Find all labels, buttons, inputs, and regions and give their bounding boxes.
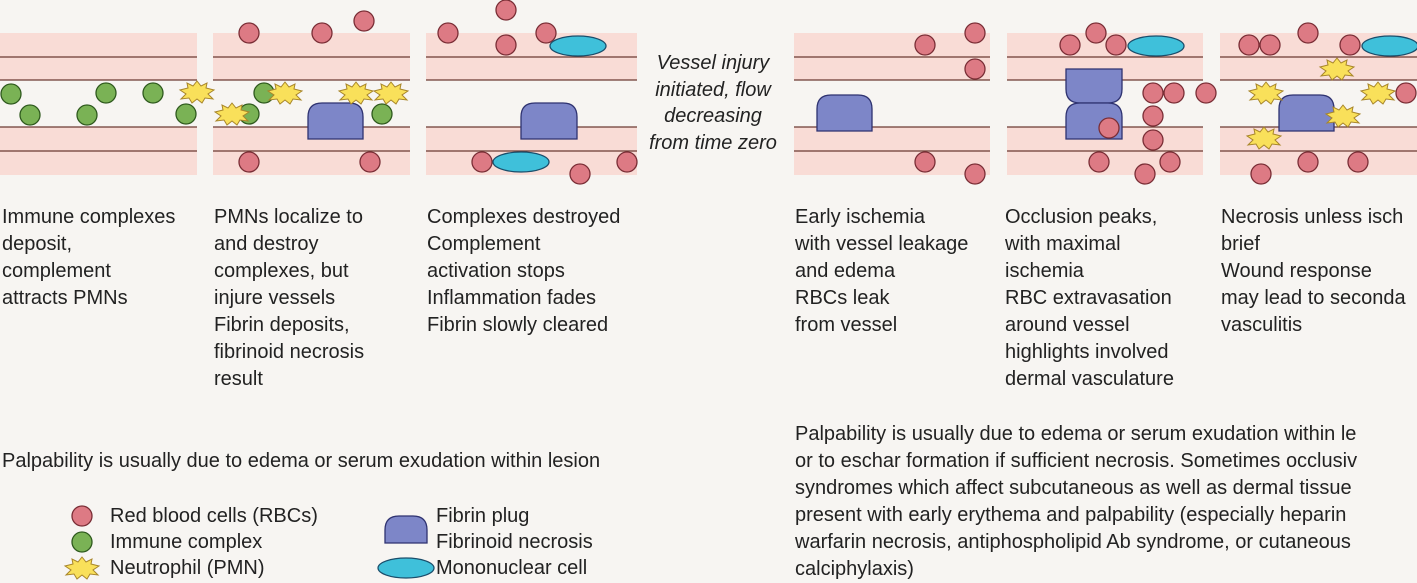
vessel-injury-note: Vessel injury initiated, flow decreasing…	[649, 52, 777, 154]
neutrophil	[64, 556, 100, 580]
rbc-cell	[1142, 82, 1164, 104]
legend-rbc-label: Red blood cells (RBCs)	[110, 505, 318, 527]
fibrin-plug	[384, 515, 428, 544]
legend-immune-complex-label: Immune complex	[110, 531, 263, 553]
rbc-cell	[1159, 151, 1181, 173]
immune-complex	[142, 82, 164, 104]
rbc-cell	[1088, 151, 1110, 173]
legend-mononuclear-label: Mononuclear cell	[436, 557, 588, 579]
neutrophil	[267, 81, 303, 105]
vessel-panel-4	[794, 33, 990, 175]
rbc-cell	[616, 151, 638, 173]
rbc-cell	[964, 58, 986, 80]
fibrin-plug	[520, 102, 578, 140]
rbc-cell	[1105, 34, 1127, 56]
palpability-right: Palpability is usually due to edema or s…	[795, 423, 1358, 580]
mononuclear-cell	[1127, 35, 1185, 57]
neutrophil	[1248, 81, 1284, 105]
rbc-cell	[569, 163, 591, 185]
rbc-cell	[471, 151, 493, 173]
immune-complex	[371, 103, 393, 125]
rbc-cell	[1085, 22, 1107, 44]
neutrophil	[179, 80, 215, 104]
rbc-cell	[1395, 82, 1417, 104]
fibrin-plug	[1278, 94, 1335, 132]
immune-complex	[76, 104, 98, 126]
caption-pmn-localize: PMNs localize to and destroy complexes, …	[214, 206, 365, 390]
rbc-cell	[353, 10, 375, 32]
rbc-cell	[311, 22, 333, 44]
rbc-cell	[1297, 22, 1319, 44]
rbc-cell	[914, 151, 936, 173]
immune-complex	[19, 104, 41, 126]
rbc-cell	[1238, 34, 1260, 56]
rbc-cell	[495, 0, 517, 21]
rbc-cell	[359, 151, 381, 173]
caption-necrosis: Necrosis unless isch brief Wound respons…	[1221, 206, 1406, 336]
immune-complex	[71, 531, 93, 553]
rbc-cell	[238, 151, 260, 173]
rbc-cell	[1347, 151, 1369, 173]
mononuclear-cell	[1361, 35, 1417, 57]
rbc-cell	[1195, 82, 1217, 104]
caption-early-ischemia: Early ischemia with vessel leakage and e…	[795, 206, 969, 336]
legend-fibrin-plug-label: Fibrin plug	[436, 505, 530, 527]
palpability-left: Palpability is usually due to edema or s…	[2, 450, 601, 472]
rbc-cell	[535, 22, 557, 44]
rbc-cell	[1297, 151, 1319, 173]
mononuclear-cell	[377, 557, 435, 579]
rbc-cell	[964, 22, 986, 44]
legend-neutrophil-label: Neutrophil (PMN)	[110, 557, 265, 579]
mononuclear-cell	[549, 35, 607, 57]
rbc-cell	[1142, 129, 1164, 151]
rbc-cell	[1098, 117, 1120, 139]
caption-immune-deposit: Immune complexes deposit, complement att…	[2, 206, 176, 309]
rbc-cell	[914, 34, 936, 56]
rbc-cell	[238, 22, 260, 44]
rbc-cell	[1163, 82, 1185, 104]
rbc-cell	[1259, 34, 1281, 56]
rbc-cell	[1134, 163, 1156, 185]
immune-complex	[95, 82, 117, 104]
rbc-cell	[71, 505, 93, 527]
mononuclear-cell	[492, 151, 550, 173]
rbc-cell	[964, 163, 986, 185]
vessel-panel-1	[0, 33, 197, 175]
caption-complexes-destroyed: Complexes destroyed Complement activatio…	[427, 206, 621, 336]
immune-complex	[0, 83, 22, 105]
neutrophil	[1360, 81, 1396, 105]
fibrin-plug	[816, 94, 873, 132]
legend-fibrinoid-necrosis-label: Fibrinoid necrosis	[436, 531, 593, 553]
neutrophil	[338, 81, 374, 105]
rbc-cell	[437, 22, 459, 44]
rbc-cell	[1142, 105, 1164, 127]
rbc-cell	[1059, 34, 1081, 56]
immune-complex	[175, 103, 197, 125]
fibrin-plug	[307, 102, 364, 140]
rbc-cell	[1339, 34, 1361, 56]
fibrinoid-necrosis	[1065, 68, 1123, 104]
rbc-cell	[495, 34, 517, 56]
caption-occlusion-peaks: Occlusion peaks, with maximal ischemia R…	[1005, 206, 1174, 390]
neutrophil	[373, 81, 409, 105]
rbc-cell	[1250, 163, 1272, 185]
